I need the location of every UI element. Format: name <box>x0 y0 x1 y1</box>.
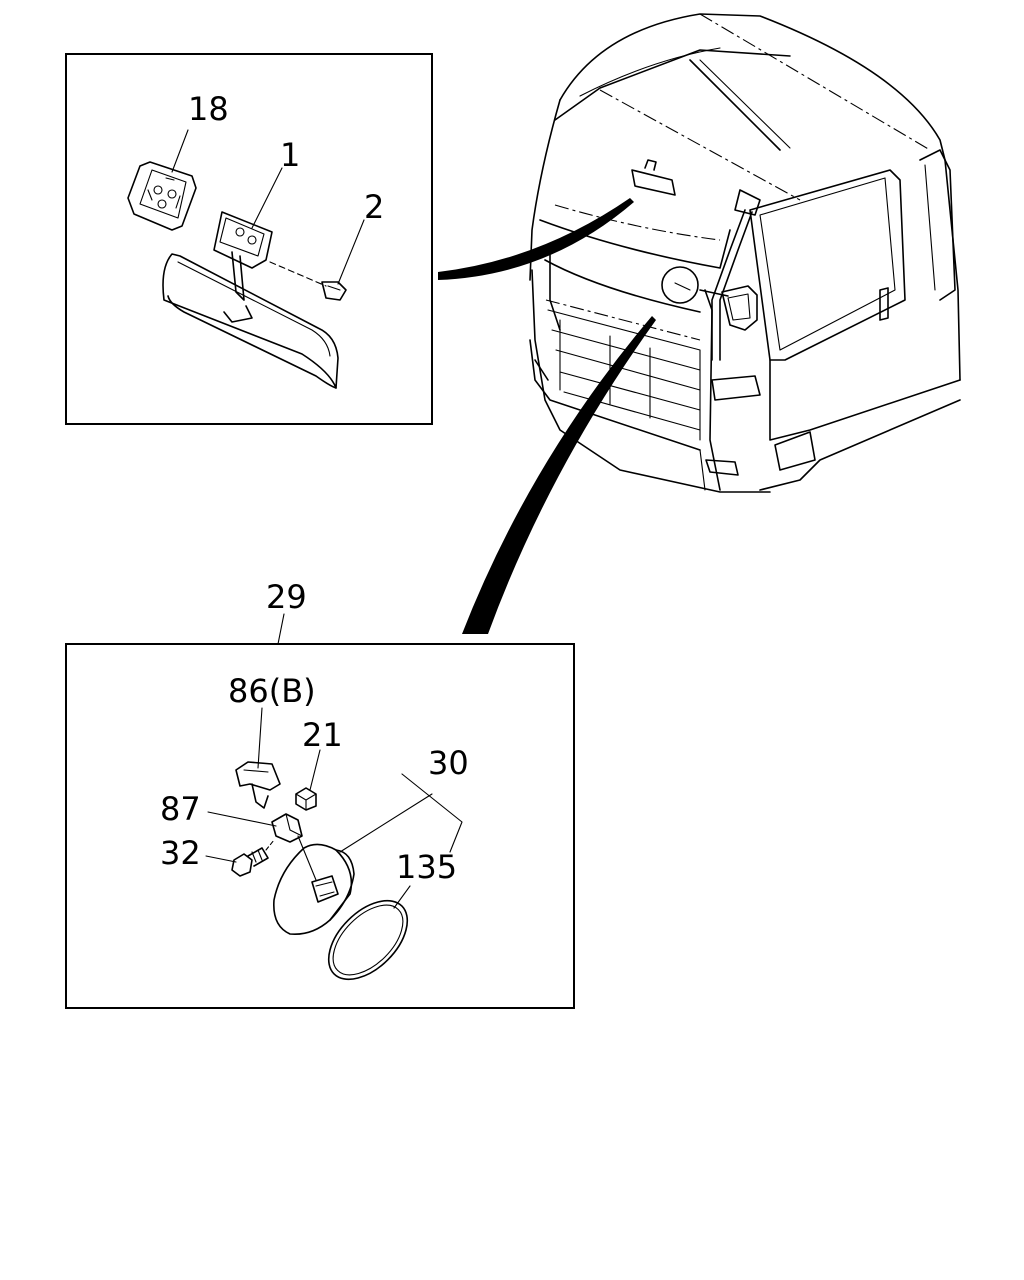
part-32-bolt <box>231 839 275 877</box>
part-21-nut <box>295 787 317 811</box>
part-135-ring <box>327 899 409 981</box>
pointer-to-bottom-inset <box>462 316 656 634</box>
part-86b-bracket <box>235 761 281 809</box>
label-86b: 86(B) <box>228 672 316 710</box>
part-rearview-mirror <box>162 253 339 389</box>
label-21: 21 <box>302 716 343 754</box>
leader-2 <box>337 219 365 285</box>
label-30: 30 <box>428 744 469 782</box>
label-135: 135 <box>396 848 457 886</box>
leader-29 <box>277 613 285 645</box>
part-87-clip <box>271 813 303 843</box>
part-18-pad <box>127 161 197 231</box>
label-18: 18 <box>188 90 229 128</box>
leader-86b <box>257 707 263 769</box>
leader-32 <box>205 855 237 863</box>
leader-18 <box>171 129 189 173</box>
leader-1 <box>251 167 283 229</box>
label-1: 1 <box>280 136 300 174</box>
label-29: 29 <box>266 578 307 616</box>
label-87: 87 <box>160 790 201 828</box>
part-2-screw <box>269 261 347 301</box>
label-32: 32 <box>160 834 201 872</box>
top-inset-frame <box>65 53 433 425</box>
pointer-to-top-inset <box>438 198 634 280</box>
leader-30-bracket <box>339 773 463 853</box>
part-1-bracket <box>213 211 273 301</box>
bottom-inset-frame <box>65 643 575 1009</box>
part-30-round-mirror <box>273 835 355 936</box>
label-2: 2 <box>364 188 384 226</box>
leader-21 <box>309 749 321 791</box>
leader-135 <box>393 885 411 909</box>
truck-cab <box>529 13 961 493</box>
leader-87 <box>207 811 277 827</box>
